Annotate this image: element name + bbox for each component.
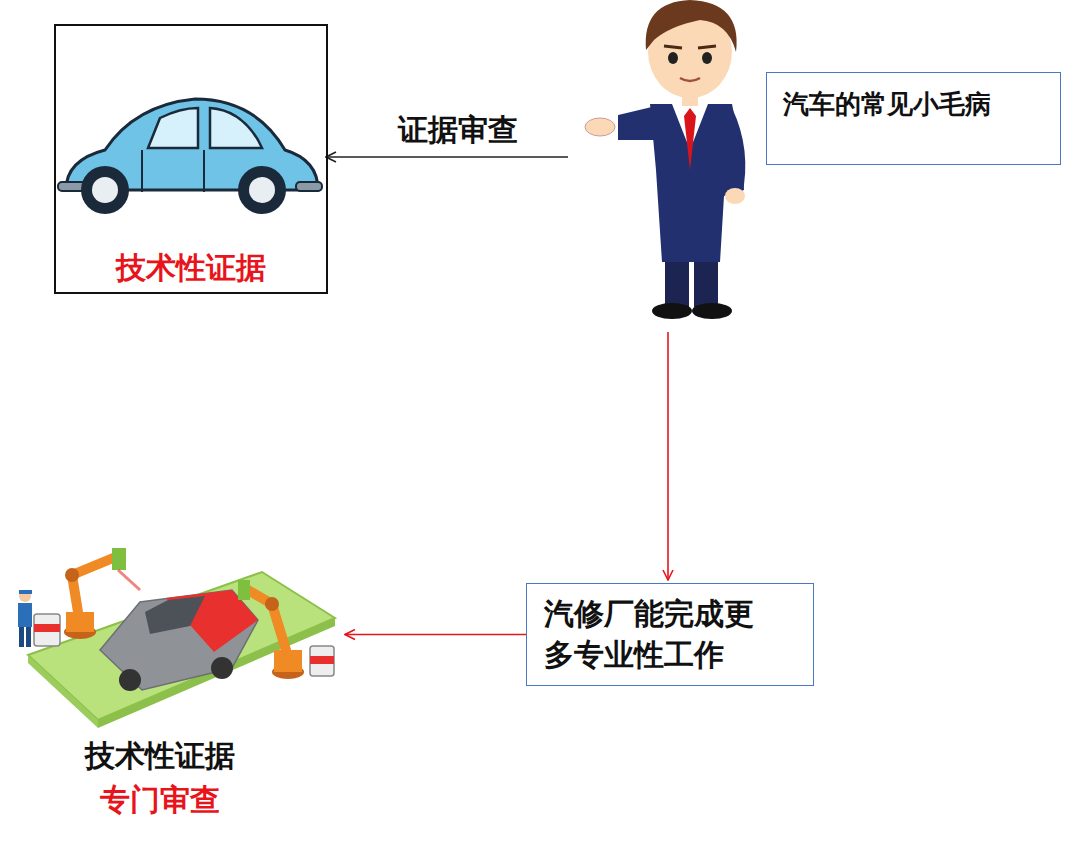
- workshop-figure-node: 技术性证据专门审查: [10, 540, 345, 832]
- review-arrow: [326, 156, 568, 158]
- person-figure: [585, 0, 745, 319]
- edge-caption: 证据审查: [398, 112, 518, 148]
- flow-arrow: [345, 634, 526, 636]
- note-box: 汽车的常见小毛病: [766, 72, 1061, 165]
- node-text: 专门审查: [10, 780, 310, 821]
- evidence-box: 技术性证据: [54, 24, 328, 294]
- node-text: 技术性证据: [56, 248, 326, 289]
- down-arrow: [667, 332, 669, 580]
- node-text: 汽修厂能完成更多专业性工作: [544, 594, 770, 675]
- workshop-illustration: [18, 548, 335, 728]
- node-text: 汽车的常见小毛病: [783, 87, 1044, 122]
- workshop-box: 汽修厂能完成更多专业性工作: [526, 583, 814, 686]
- node-text: 技术性证据: [10, 736, 310, 777]
- car-illustration: [58, 99, 322, 214]
